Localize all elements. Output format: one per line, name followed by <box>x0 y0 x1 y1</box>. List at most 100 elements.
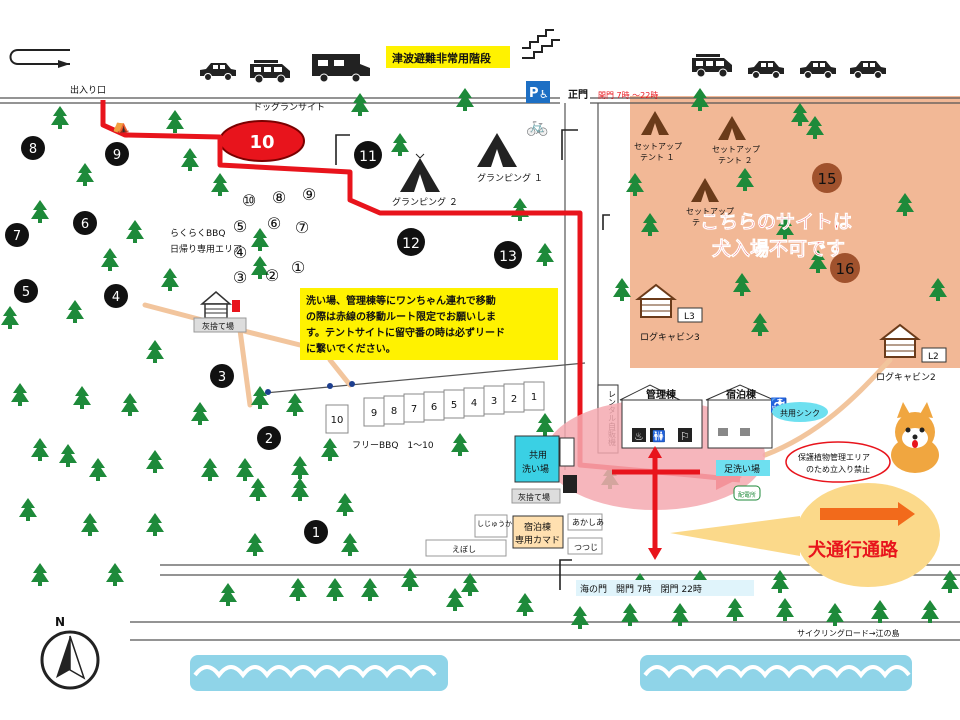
shared-sink <box>772 402 828 422</box>
setup-tent-2-label: セットアップ <box>712 145 760 154</box>
svg-text:7: 7 <box>13 229 21 244</box>
svg-text:⑤: ⑤ <box>233 217 247 236</box>
svg-text:9: 9 <box>113 148 121 163</box>
bbq-site-markers: ⑩ ⑧ ⑨ ⑤ ⑥ ⑦ ④ ③ ② ① <box>233 185 316 287</box>
van-icon <box>691 53 733 78</box>
svg-text:⑧: ⑧ <box>272 188 286 207</box>
cabin-l2-label: L2 <box>928 352 939 362</box>
svg-text:⑦: ⑦ <box>295 218 309 237</box>
svg-text:③: ③ <box>233 268 247 287</box>
shared-sink-label: 共用シンク <box>780 409 820 418</box>
svg-text:♿: ♿ <box>539 88 549 101</box>
lodging-building-icon <box>705 384 775 449</box>
setup-tent-2-icon <box>718 116 746 140</box>
no-dog-area <box>630 96 960 368</box>
svg-text:1: 1 <box>531 392 537 403</box>
svg-text:2: 2 <box>511 394 517 405</box>
log-cabin-3-label: ログキャビン3 <box>640 331 700 343</box>
dog-path-bubble <box>796 483 940 587</box>
svg-text:⚐: ⚐ <box>680 430 690 443</box>
car-icon <box>799 60 837 79</box>
svg-text:3: 3 <box>491 396 497 407</box>
svg-text:6: 6 <box>431 402 437 413</box>
glamping-2-icon <box>400 153 440 192</box>
car-icon <box>849 60 887 79</box>
log-cabin-2-label: ログキャビン2 <box>876 371 936 383</box>
plot-akashia: あかしあ <box>572 518 604 527</box>
tsunami-stairs-label: 津波避難非常用階段 <box>392 51 491 65</box>
bicycle-icon: 🚲 <box>526 116 548 137</box>
plot-ebosi: えぼし <box>452 545 476 554</box>
lamp-post-icon <box>335 129 610 590</box>
svg-text:⑩: ⑩ <box>242 191 256 210</box>
notice-line-3: す。テントサイトに留守番の時は必ずリード <box>306 326 505 339</box>
svg-text:1: 1 <box>312 526 320 541</box>
ash-dump-label: 灰捨て場 <box>202 321 234 331</box>
log-cabin-3-icon <box>635 283 677 318</box>
glamping-2-label: グランピング ２ <box>392 196 458 208</box>
svg-text:6: 6 <box>81 217 89 232</box>
no-dog-notice-line2: 犬入場不可です <box>712 237 845 260</box>
bbq-table-icon: ⛺ <box>112 118 129 134</box>
svg-text:8: 8 <box>29 142 37 157</box>
svg-text:4: 4 <box>112 290 120 305</box>
setup-tent-1-icon <box>641 111 669 135</box>
svg-text:3: 3 <box>218 370 226 385</box>
ash-dump-2 <box>511 488 561 504</box>
tsunami-stairs-label-bg <box>386 46 510 68</box>
svg-text:8: 8 <box>391 406 397 417</box>
setup-tent-1-label2: テント １ <box>640 153 675 162</box>
ash-dump-house-icon <box>201 291 231 319</box>
lodging-label: 宿泊棟 <box>726 388 757 401</box>
parking-sign-icon <box>526 81 550 103</box>
svg-text:9: 9 <box>371 408 377 419</box>
car-icon <box>199 62 237 81</box>
site-10-label: 10 <box>249 132 274 153</box>
setup-tent-2-label2: テント ２ <box>718 156 753 165</box>
sea-waves-right <box>640 655 912 691</box>
bbq-area-label-1: らくらくBBQ <box>170 228 225 239</box>
bbq-area-label-2: 日帰り専用エリア <box>170 243 242 255</box>
plot-shijuka: しじゅうから <box>477 520 519 528</box>
svg-text:④: ④ <box>233 243 247 262</box>
north-label: N <box>55 615 65 629</box>
setup-tent-1-label: セットアップ <box>634 142 682 151</box>
svg-text:⑥: ⑥ <box>267 214 281 233</box>
svg-text:5: 5 <box>22 285 30 300</box>
sea-gate-label-bg <box>576 580 754 596</box>
notice-line-4: に繋いでください。 <box>306 342 396 355</box>
svg-text:⑨: ⑨ <box>302 185 316 204</box>
free-bbq-slots: 10 9 8 7 6 5 4 3 2 1 <box>325 381 545 434</box>
car-icon <box>747 60 785 79</box>
ash-dump-2-label: 灰捨て場 <box>518 492 550 502</box>
cycling-road-label: サイクリングロード→江の島 <box>797 628 900 638</box>
svg-text:12: 12 <box>402 236 420 252</box>
setup-tent-3-label: セットアップ <box>686 207 734 216</box>
svg-text:P: P <box>529 86 539 101</box>
shared-wash-label2: 洗い場 <box>522 463 549 475</box>
notice-line-2: の際は赤線の移動ルート限定でお願いしま <box>306 310 496 323</box>
dog-path-pointer <box>670 516 800 556</box>
shared-wash-label1: 共用 <box>529 450 547 461</box>
entrance-arrow-icon <box>9 49 70 65</box>
svg-text:15: 15 <box>817 170 836 188</box>
svg-text:①: ① <box>291 258 305 277</box>
plot-tsutsuji: つつじ <box>574 543 598 552</box>
notice-line-1: 洗い場、管理棟等にワンちゃん連れで移動 <box>306 294 496 307</box>
admin-building-icon <box>619 384 703 449</box>
admin-building-label: 管理棟 <box>646 388 677 401</box>
setup-tent-3-label2: テ <box>692 218 700 227</box>
main-gate-label: 正門 <box>568 89 588 101</box>
site-markers: 8 9 7 6 5 4 3 2 1 11 12 13 15 16 <box>5 136 860 544</box>
free-bbq-label: フリーBBQ 1～10 <box>352 441 434 451</box>
svg-text:2: 2 <box>265 432 273 447</box>
camper-icon <box>312 54 370 83</box>
lodge-kamado-label1: 宿泊棟 <box>524 521 551 533</box>
setup-tent-3-icon <box>691 178 719 202</box>
dog-mascot-icon <box>891 402 939 473</box>
dog-path-label: 犬通行通路 <box>808 539 899 561</box>
dogrun-label: ドッグランサイト <box>253 101 325 113</box>
toilet-icons: ♨ 🚻 ⚐ <box>632 428 692 443</box>
protected-plant-area <box>785 441 891 483</box>
